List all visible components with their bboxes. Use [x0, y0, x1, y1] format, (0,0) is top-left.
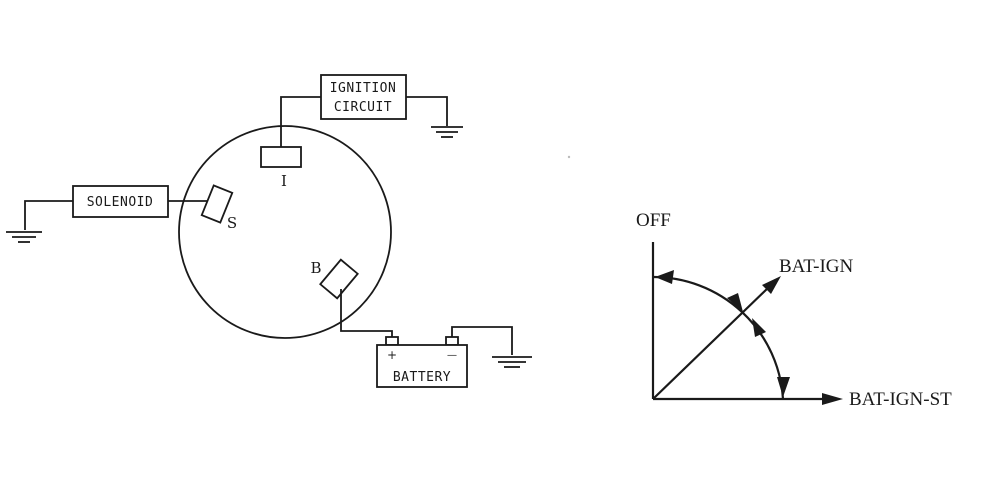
ignition-wire: [280, 96, 321, 147]
terminal-s-contact: [200, 184, 234, 224]
arrowhead-icon: [822, 393, 843, 405]
bat-ign-line: [652, 285, 771, 400]
battery-negative-wire: [451, 326, 513, 355]
arrowhead-icon: [762, 276, 781, 294]
rotation-arc: [652, 275, 785, 400]
solenoid-box: [72, 185, 169, 218]
arrowhead-icon: [777, 377, 790, 397]
ground-icon: [492, 356, 532, 368]
bat-ign-st-label: BAT-IGN-ST: [849, 389, 952, 410]
terminal-i-label: I: [281, 172, 287, 190]
arrowhead-icon: [752, 318, 766, 337]
battery-positive-wire: [340, 289, 393, 338]
solenoid-ground-wire: [24, 200, 73, 230]
battery-negative-post: [445, 336, 459, 346]
ignition-circuit-box: [320, 74, 407, 120]
solenoid-label: SOLENOID: [87, 195, 154, 210]
terminal-b-contact: [319, 258, 359, 300]
bat-ign-label: BAT-IGN: [779, 256, 854, 277]
ground-icon: [6, 231, 42, 243]
off-label: OFF: [636, 210, 671, 231]
switch-body: [178, 125, 392, 339]
arrowhead-icon: [727, 293, 743, 312]
ignition-ground-wire: [406, 96, 448, 126]
ignition-label-line2: CIRCUIT: [334, 100, 392, 115]
terminal-s-label: S: [227, 214, 237, 232]
terminal-i-contact: [260, 146, 302, 168]
battery-positive-post: [385, 336, 399, 346]
ground-icon: [431, 126, 463, 138]
artifact-dot: [567, 155, 571, 159]
terminal-b-label: B: [310, 259, 321, 277]
battery-plus-sign: +: [387, 348, 397, 362]
battery-minus-sign: —: [447, 350, 457, 361]
battery-label: BATTERY: [393, 370, 451, 385]
battery-box: [376, 344, 468, 388]
arrowhead-icon: [655, 270, 674, 284]
ignition-label-line1: IGNITION: [330, 81, 397, 96]
